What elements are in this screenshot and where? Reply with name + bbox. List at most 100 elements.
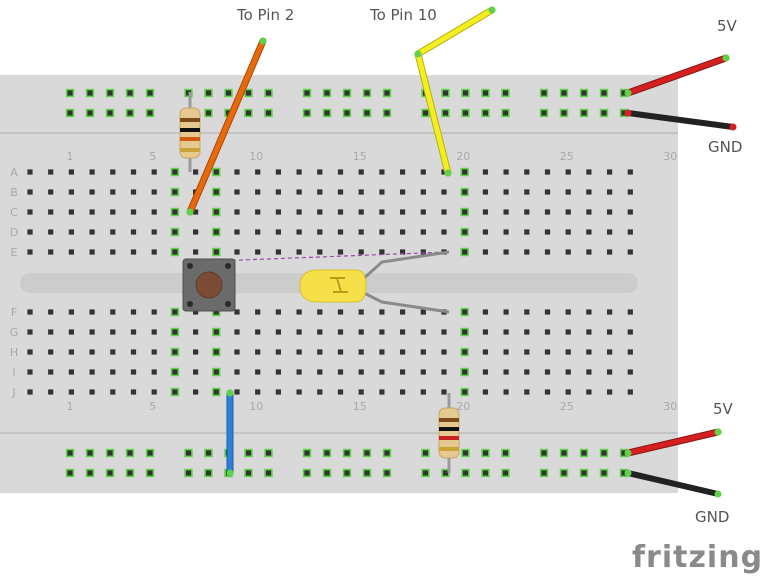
hole	[151, 389, 157, 395]
hole	[265, 110, 272, 116]
hole	[255, 229, 261, 235]
hole	[601, 450, 607, 456]
hole	[442, 470, 449, 476]
hole	[130, 249, 137, 255]
hole	[482, 169, 488, 175]
hole	[379, 169, 385, 175]
hole	[565, 229, 571, 235]
hole	[110, 189, 116, 195]
hole	[234, 309, 240, 315]
hole	[296, 209, 302, 215]
hole	[27, 249, 33, 255]
hole	[384, 470, 390, 476]
hole	[358, 229, 364, 235]
hole	[627, 169, 633, 175]
hole	[68, 329, 74, 335]
hole	[420, 329, 426, 335]
hole	[581, 90, 587, 96]
hole	[462, 189, 468, 195]
hole	[586, 189, 592, 195]
hole	[130, 389, 137, 395]
hole	[344, 90, 350, 96]
hole	[317, 189, 323, 195]
hole	[225, 90, 232, 96]
hole	[601, 110, 607, 116]
hole	[27, 329, 33, 335]
hole	[379, 309, 385, 315]
hole	[151, 209, 157, 215]
hole	[89, 229, 95, 235]
hole	[255, 169, 261, 175]
hole	[185, 450, 192, 456]
hole	[601, 470, 607, 476]
row-letter: A	[10, 166, 18, 179]
hole	[234, 209, 240, 215]
wire-black-bottom	[624, 469, 722, 498]
hole	[422, 110, 429, 116]
hole	[627, 389, 633, 395]
hole	[213, 329, 219, 335]
hole	[275, 169, 281, 175]
hole	[561, 110, 567, 116]
hole	[68, 389, 74, 395]
hole	[275, 309, 281, 315]
hole	[586, 309, 592, 315]
hole	[364, 470, 370, 476]
hole	[441, 169, 447, 175]
hole	[213, 389, 219, 395]
hole	[245, 450, 252, 456]
column-number: 25	[560, 400, 574, 413]
hole	[541, 90, 547, 96]
row-letter: C	[10, 206, 18, 219]
hole	[48, 369, 54, 375]
hole	[337, 169, 344, 175]
hole	[337, 389, 344, 395]
hole	[358, 369, 364, 375]
hole	[524, 349, 530, 355]
hole	[130, 229, 137, 235]
label-to-pin-10: To Pin 10	[370, 6, 437, 24]
hole	[524, 309, 530, 315]
hole	[89, 249, 95, 255]
hole	[607, 349, 613, 355]
hole	[482, 209, 488, 215]
hole	[400, 249, 406, 255]
hole	[317, 229, 323, 235]
hole	[245, 90, 252, 96]
hole	[379, 369, 385, 375]
hole	[87, 110, 93, 116]
hole	[151, 309, 157, 315]
hole	[358, 329, 364, 335]
hole	[89, 309, 95, 315]
hole	[503, 389, 509, 395]
hole	[607, 369, 613, 375]
hole	[87, 450, 93, 456]
hole	[462, 249, 468, 255]
hole	[275, 249, 281, 255]
hole	[441, 369, 447, 375]
hole	[462, 309, 468, 315]
hole	[400, 309, 406, 315]
hole	[364, 90, 370, 96]
column-number: 30	[663, 400, 677, 413]
hole	[503, 189, 509, 195]
hole	[358, 169, 364, 175]
hole	[234, 349, 240, 355]
hole	[147, 90, 153, 96]
hole	[110, 349, 116, 355]
hole	[607, 169, 613, 175]
hole	[27, 389, 33, 395]
label-bottom-gnd: GND	[695, 508, 730, 526]
hole	[185, 470, 192, 476]
hole	[581, 110, 587, 116]
hole	[544, 209, 551, 215]
hole	[462, 229, 468, 235]
hole	[400, 349, 406, 355]
hole	[275, 389, 281, 395]
label-top-gnd: GND	[708, 138, 743, 156]
hole	[172, 389, 178, 395]
hole	[482, 349, 488, 355]
hole	[172, 309, 178, 315]
